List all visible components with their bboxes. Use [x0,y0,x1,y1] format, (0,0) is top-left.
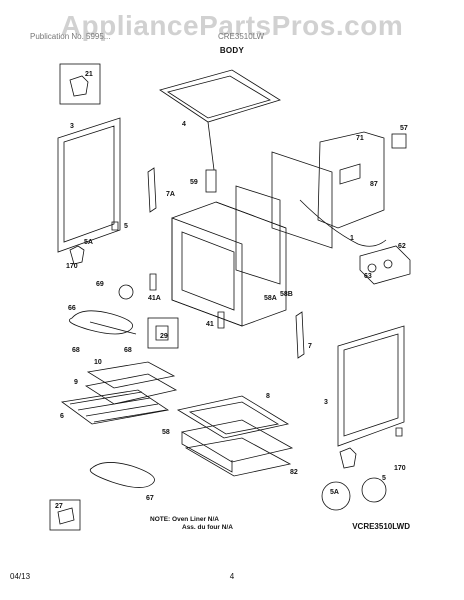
callout-57: 57 [400,125,408,132]
callout-58: 58 [162,429,170,436]
model-header: CRE3510LW [218,32,265,41]
screw-5-right [395,427,403,437]
callout-5a: 5A [84,239,93,246]
footer-date: 04/13 [10,572,31,581]
drawer-glides-82 [184,437,292,477]
callout-5: 5 [124,223,128,230]
oven-cavity [171,201,287,327]
callout-63: 63 [364,273,372,280]
callout-7a: 7A [166,191,175,198]
callout-66: 66 [68,305,76,312]
hinge-7 [295,311,305,359]
callout-41: 41 [206,321,214,328]
broil-element [89,462,155,488]
callout-5a-right: 5A [330,489,339,496]
part-21-bracket [69,75,89,97]
part-57-vent [391,133,407,149]
oven-liner-note: NOTE: Oven Liner N/A Ass. du four N/A [150,516,233,532]
callout-69: 69 [96,281,104,288]
section-title: BODY [219,46,245,55]
right-side-panel [337,325,405,447]
callout-27: 27 [55,503,63,510]
page-number: 4 [229,572,235,581]
callout-62: 62 [398,243,406,250]
terminal-block-62 [359,245,411,285]
callout-3: 3 [70,123,74,130]
bracket-41 [217,311,225,329]
callout-87: 87 [370,181,378,188]
callout-68: 68 [124,347,132,354]
screw-5 [111,221,119,231]
part-29-inset [147,317,179,349]
bake-element [68,310,134,335]
callout-58a: 58A [264,295,277,302]
callout-29: 29 [160,333,168,340]
rear-liner [235,185,281,285]
callout-58b: 58B [280,291,293,298]
part-69-knob [118,284,134,300]
oven-rack [60,389,170,425]
part-21-inset [59,63,101,105]
hinge-7a [147,167,157,213]
part-5-inset [361,477,387,503]
top-panel [159,69,281,123]
storage-drawer [180,419,294,463]
left-side-panel [57,117,121,253]
broil-pan-insert [86,361,176,389]
callout-9: 9 [74,379,78,386]
publication-number: Publication No. 5995... [30,32,111,41]
part-5a-inset [321,481,351,511]
callout-labels: 21 4 3 71 57 87 59 7A 5 5A 170 1 62 63 6… [55,71,408,510]
leg-170-right [339,447,357,469]
note-line-2: Ass. du four N/A [182,524,233,531]
drawer-liner [176,395,290,439]
part-59-sensor [205,169,217,193]
callout-6: 6 [60,413,64,420]
bracket-41a [149,273,157,291]
rear-wall [271,151,333,249]
note-line-1: NOTE: Oven Liner N/A [150,516,219,523]
callout-71: 71 [356,135,364,142]
callout-41a: 41A [148,295,161,302]
callout-82: 82 [290,469,298,476]
back-panel [317,131,385,229]
callout-8: 8 [266,393,270,400]
callout-3-right: 3 [324,399,328,406]
wire-harness [299,199,387,247]
callout-1: 1 [350,235,354,242]
callout-68-left: 68 [72,347,80,354]
callout-4: 4 [182,121,186,128]
callout-59: 59 [190,179,198,186]
callout-170-right: 170 [394,465,406,472]
callout-5-right: 5 [382,475,386,482]
foot-5a [69,245,85,265]
callout-67: 67 [146,495,154,502]
callout-10: 10 [94,359,102,366]
model-code: VCRE3510LWD [352,522,410,531]
callout-170: 170 [66,263,78,270]
callout-7: 7 [308,343,312,350]
callout-21: 21 [85,71,93,78]
part-27-inset [49,499,81,531]
